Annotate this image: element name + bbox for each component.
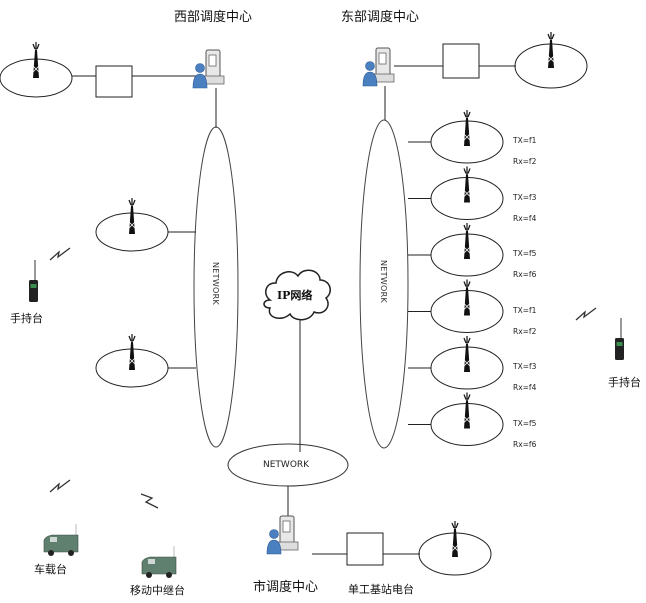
tower-icon <box>463 109 471 147</box>
tower-icon <box>547 31 555 69</box>
tx-frequency-label: TX=f1 <box>513 305 537 315</box>
city-dispatch-workstation-icon <box>266 515 299 555</box>
simplex-cell <box>418 520 492 576</box>
west-cell-2 <box>95 333 169 388</box>
rx-frequency-label: Rx=f4 <box>513 383 537 392</box>
rx-frequency-label: Rx=f2 <box>513 157 537 166</box>
tower-icon <box>463 165 471 204</box>
west-dispatch-center-label: 西部调度中心 <box>174 10 253 25</box>
handheld-radio-icon <box>614 317 625 361</box>
tower-icon <box>463 335 471 373</box>
vehicle-van-icon <box>43 523 79 557</box>
handheld-radio-icon <box>28 259 39 303</box>
tower-icon <box>451 520 459 558</box>
east-cell-4 <box>408 278 504 333</box>
tx-frequency-label: TX=f3 <box>513 362 537 371</box>
east-cell-6 <box>408 391 504 446</box>
handheld-right-label: 手持台 <box>608 376 641 389</box>
east-cell-1 <box>408 109 504 164</box>
tx-frequency-label: TX=f1 <box>513 136 537 145</box>
city-dispatch-center-label: 市调度中心 <box>253 580 319 595</box>
mobile-repeater-label: 移动中继台 <box>130 584 185 597</box>
east-dispatch-center-label: 东部调度中心 <box>341 10 420 25</box>
tower-icon <box>463 278 471 317</box>
tower-icon <box>128 333 136 371</box>
east-cell-5 <box>408 335 504 390</box>
wireless-bolt-icon <box>49 247 71 261</box>
east-interface-box <box>442 43 480 79</box>
vehicle-station-label: 车载台 <box>34 563 67 576</box>
west-network-label: NETWORK <box>211 262 220 306</box>
west-cell-1 <box>95 197 169 252</box>
east-top-cell <box>514 31 588 89</box>
repeater-van-icon <box>141 545 177 579</box>
east-cell-3 <box>408 222 504 277</box>
tx-frequency-label: TX=f5 <box>513 249 537 258</box>
tower-icon <box>32 41 40 79</box>
tx-frequency-label: TX=f3 <box>513 192 537 202</box>
ip-network-label: IP网络 <box>277 289 313 302</box>
tx-frequency-label: TX=f5 <box>513 418 537 428</box>
city-network-label: NETWORK <box>263 460 310 470</box>
ip-network-cloud <box>263 269 331 321</box>
rx-frequency-label: Rx=f2 <box>513 326 537 336</box>
tower-icon <box>128 197 136 235</box>
west-dispatch-workstation-icon <box>192 49 225 89</box>
simplex-interface-box <box>346 532 384 566</box>
east-dispatch-workstation-icon <box>362 47 395 87</box>
tower-icon <box>463 391 471 430</box>
west-interface-box <box>95 65 133 98</box>
tower-icon <box>463 222 471 260</box>
wireless-bolt-icon <box>49 479 71 493</box>
east-cell-2 <box>408 165 504 220</box>
east-network-ellipse <box>359 119 409 449</box>
rx-frequency-label: Rx=f4 <box>513 213 537 223</box>
west-network-ellipse <box>193 126 239 448</box>
rx-frequency-label: Rx=f6 <box>513 270 537 279</box>
wireless-bolt-icon <box>140 493 159 509</box>
simplex-base-station-label: 单工基站电台 <box>348 583 414 596</box>
handheld-left-label: 手持台 <box>10 312 43 325</box>
rx-frequency-label: Rx=f6 <box>513 439 537 449</box>
west-top-cell <box>0 41 73 98</box>
east-network-label: NETWORK <box>379 260 388 304</box>
wireless-bolt-icon <box>575 307 597 321</box>
